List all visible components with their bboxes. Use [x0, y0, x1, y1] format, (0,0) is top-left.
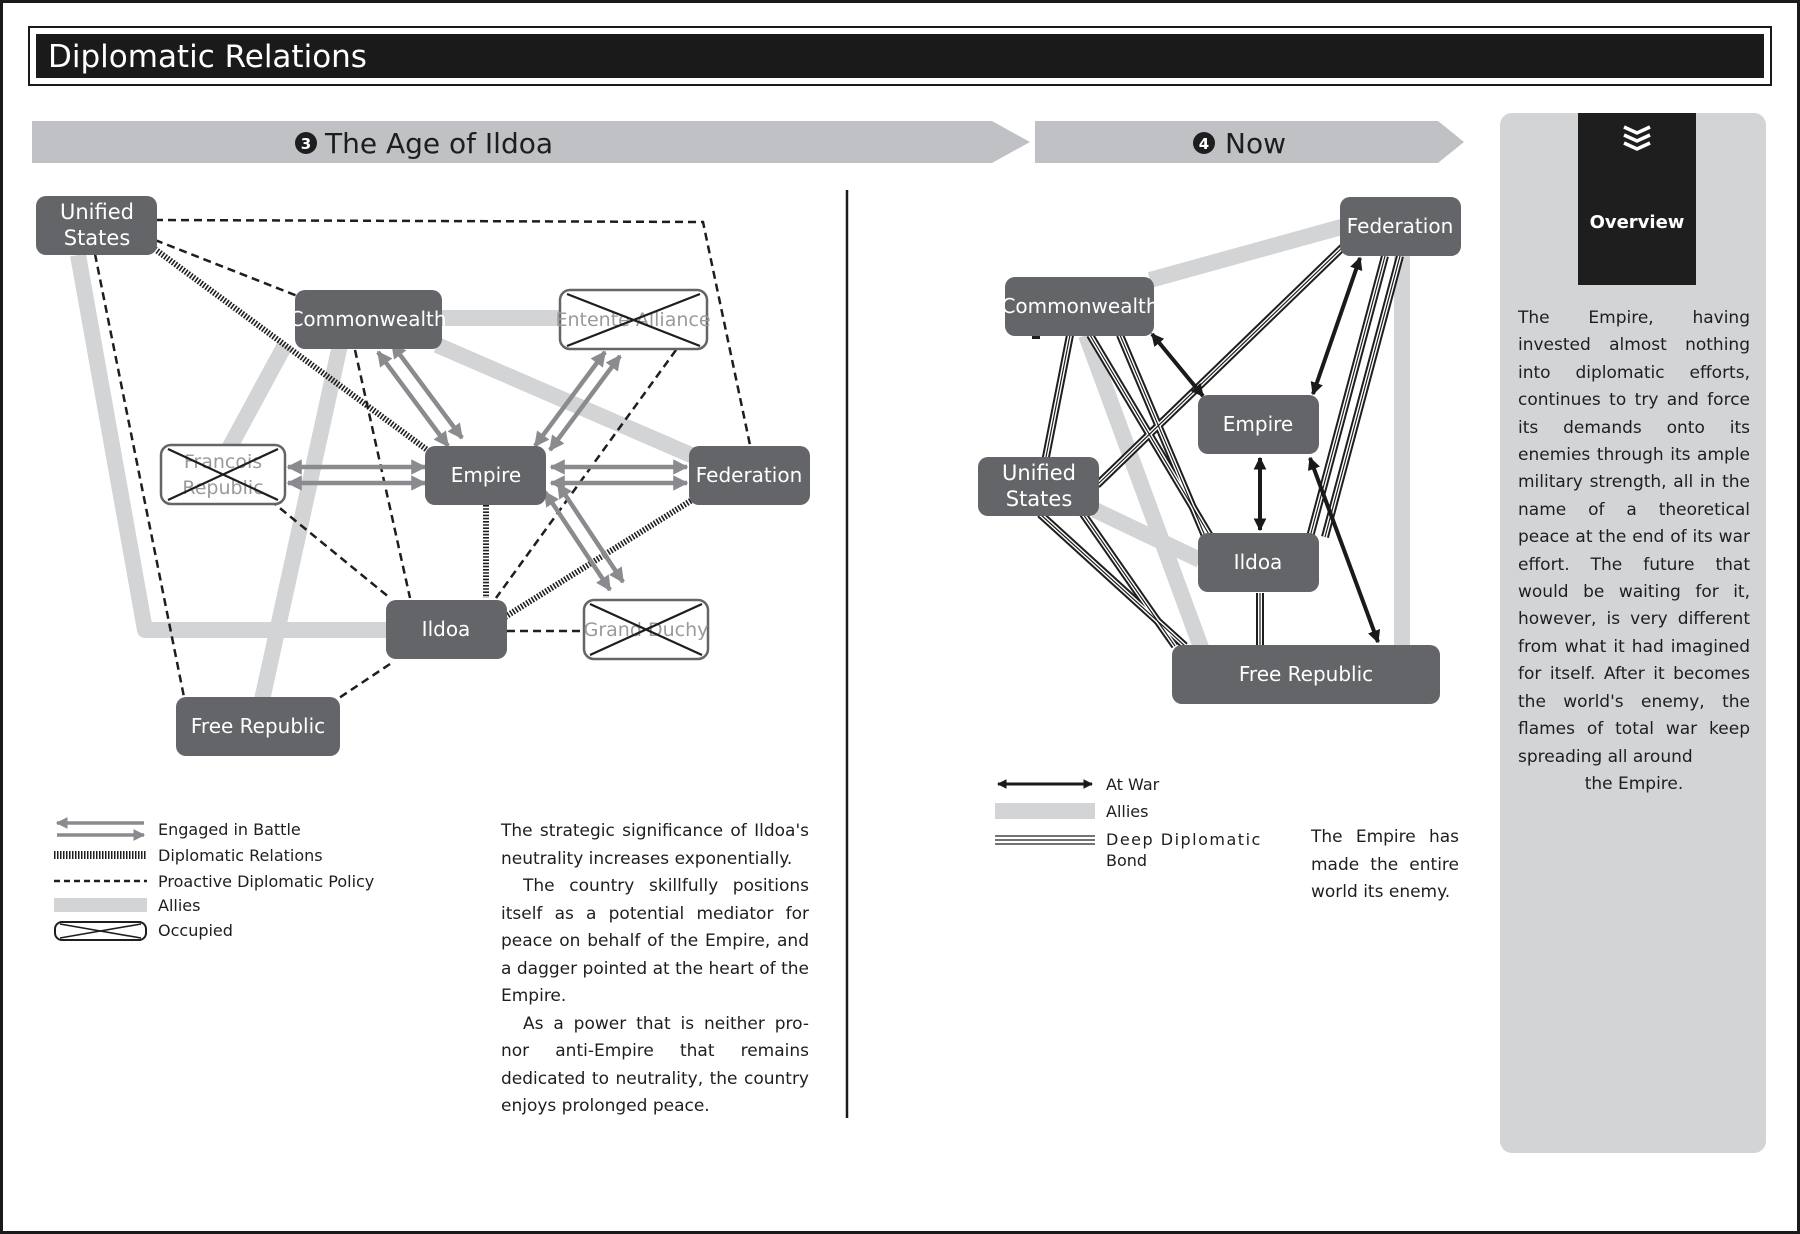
svg-text:Deep Diplomatic: Deep Diplomatic: [1106, 830, 1262, 849]
paragraph: As a power that is neither pro- nor anti…: [501, 1013, 809, 1117]
node-label: Unified: [60, 200, 134, 224]
paragraph: The Empire has made the entire world its…: [1311, 827, 1459, 902]
node-label: Ildoa: [1234, 550, 1283, 574]
banner-now: 4 Now: [1035, 121, 1464, 163]
legend-proactive: Proactive Diplomatic Policy: [54, 872, 374, 891]
overview-label: Overview: [1590, 212, 1685, 233]
overview-body: The Empire, having invested almost nothi…: [1518, 305, 1750, 798]
node-label: Commonwealth: [289, 307, 446, 331]
node-free-republic: Free Republic: [176, 697, 340, 756]
legend-relations: Diplomatic Relations: [54, 846, 323, 865]
node-label: Ildoa: [422, 617, 471, 641]
node-label: States: [64, 226, 131, 250]
svg-text:Diplomatic Relations: Diplomatic Relations: [158, 846, 323, 865]
paragraph: The Empire, having invested almost nothi…: [1518, 308, 1750, 767]
node-entente-alliance: Entente Alliance: [555, 288, 711, 351]
allies-lines: [1078, 218, 1410, 653]
node-federation: Federation: [1340, 197, 1461, 256]
legend-war: At War: [997, 775, 1160, 794]
node-empire: Empire: [425, 446, 546, 505]
now-diagram: Federation Commonwealth Empire Unified S…: [978, 197, 1461, 704]
node-francois-republic: Francois Republic: [159, 443, 287, 506]
svg-text:Allies: Allies: [158, 896, 200, 915]
node-label: Unified: [1002, 461, 1076, 485]
banner-label: The Age of Ildoa: [324, 127, 553, 160]
age-description: The strategic significance of Ildoa's ne…: [501, 818, 809, 1121]
legend-now: At War Allies Deep Diplomatic Bond: [995, 775, 1262, 870]
node-label: Commonwealth: [1001, 294, 1158, 318]
title-frame: [28, 26, 1772, 86]
legend-allies: Allies: [54, 896, 200, 915]
overview-tab: [1578, 113, 1696, 285]
paragraph: The strategic significance of Ildoa's ne…: [501, 821, 809, 869]
node-label: Free Republic: [191, 714, 325, 738]
paragraph: The country skillfully positions itself …: [501, 876, 809, 1006]
node-label: Empire: [451, 463, 521, 487]
banner-age-of-ildoa: 3 The Age of Ildoa: [32, 121, 1030, 163]
legend-age: Engaged in Battle Diplomatic Relations P…: [54, 817, 374, 941]
banner-number: 4: [1199, 135, 1209, 153]
svg-text:Occupied: Occupied: [158, 921, 233, 940]
battle-arrows: [286, 342, 689, 592]
age-diagram: Unified States Commonwealth Entente Alli…: [36, 196, 810, 756]
bond-lines: [1032, 242, 1404, 649]
legend-allies: Allies: [995, 802, 1148, 821]
proactive-lines: [93, 218, 752, 702]
legend-engaged: Engaged in Battle: [55, 817, 301, 841]
occupied-cross: [589, 602, 703, 657]
node-grand-duchy: Grand Duchy: [582, 598, 710, 661]
chevron-stack-icon: [1623, 125, 1651, 151]
svg-text:Bond: Bond: [1106, 851, 1147, 870]
legend-occupied: Occupied: [54, 921, 233, 941]
node-ildoa: Ildoa: [1198, 533, 1319, 592]
node-label: Empire: [1223, 412, 1293, 436]
node-federation: Federation: [689, 446, 810, 505]
svg-text:Proactive Diplomatic Policy: Proactive Diplomatic Policy: [158, 872, 374, 891]
svg-text:Engaged in Battle: Engaged in Battle: [158, 820, 301, 839]
title-bar: [36, 34, 1764, 78]
banner-label: Now: [1225, 127, 1286, 160]
svg-text:Allies: Allies: [1106, 802, 1148, 821]
node-commonwealth: Commonwealth: [289, 290, 447, 349]
overview-panel: Overview: [1500, 113, 1766, 1153]
node-label: Federation: [1347, 214, 1454, 238]
node-unified-states: Unified States: [36, 196, 157, 255]
paragraph: the Empire.: [1584, 773, 1684, 794]
page-title: Diplomatic Relations: [48, 39, 367, 75]
now-description: The Empire has made the entire world its…: [1311, 824, 1459, 907]
occupied-cross: [167, 448, 279, 501]
war-arrows: [1150, 256, 1381, 644]
legend-bond: Deep Diplomatic Bond: [995, 830, 1262, 870]
node-ildoa: Ildoa: [386, 600, 507, 659]
allies-lines: [70, 253, 702, 702]
node-label: Free Republic: [1239, 662, 1373, 686]
occupied-cross: [566, 292, 701, 348]
node-label: Federation: [696, 463, 803, 487]
node-free-republic: Free Republic: [1172, 645, 1440, 704]
node-empire: Empire: [1198, 395, 1319, 454]
svg-text:At War: At War: [1106, 775, 1160, 794]
node-label: Republic: [182, 477, 263, 499]
node-commonwealth: Commonwealth: [1001, 277, 1159, 336]
node-label: States: [1006, 487, 1073, 511]
node-label: Francois: [184, 451, 262, 473]
node-unified-states: Unified States: [978, 457, 1099, 516]
banner-number: 3: [301, 135, 311, 153]
